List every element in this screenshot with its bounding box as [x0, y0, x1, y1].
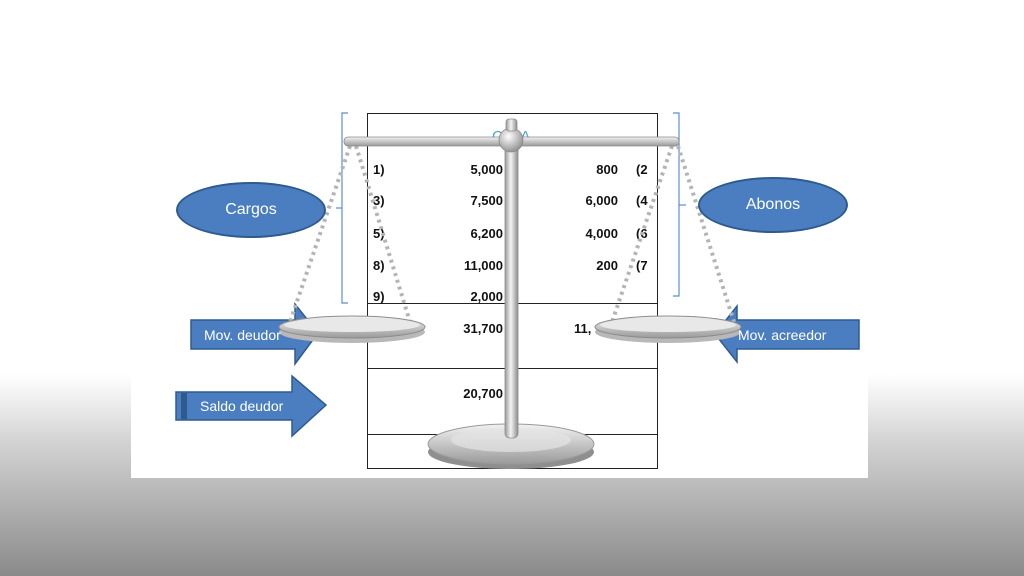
cargos-ellipse: Cargos: [176, 182, 326, 238]
saldo-deudor-label: Saldo deudor: [200, 398, 284, 414]
row-debit: 11,000: [463, 258, 503, 273]
row-ref: 9): [373, 289, 385, 304]
balance-value: 20,700: [463, 386, 503, 401]
scale-knob: [498, 127, 524, 153]
scale-finial: [505, 118, 518, 132]
cargos-label: Cargos: [225, 201, 277, 218]
row-ref: 1): [373, 162, 385, 177]
scale-chains: [288, 145, 736, 323]
mov-deudor-label: Mov. deudor: [204, 327, 281, 343]
row-debit: 6,200: [470, 226, 503, 241]
row-credit: 4,000: [585, 226, 618, 241]
row-debit: 5,000: [470, 162, 503, 177]
scale-base-highlight: [451, 428, 571, 452]
right-pan-inner: [600, 318, 736, 332]
row-debit: 2,000: [470, 289, 503, 304]
row-credit: 6,000: [585, 193, 618, 208]
mov-acreedor-label: Mov. acreedor: [738, 327, 827, 343]
row-credit-ref: (2: [636, 162, 648, 177]
row-credit: 200: [596, 258, 618, 273]
saldo-arrow-stripe: [181, 393, 187, 419]
row-credit-ref: (7: [636, 258, 648, 273]
total-credit: 11,: [574, 321, 592, 336]
total-debit: 31,700: [463, 321, 503, 336]
abonos-label: Abonos: [745, 196, 801, 213]
scale-pole: [504, 139, 519, 439]
row-ref: 5): [373, 226, 385, 241]
mov-acreedor-arrow: [714, 303, 860, 365]
row-credit-ref: (4: [636, 193, 648, 208]
abonos-ellipse: Abonos: [698, 177, 848, 233]
row-ref: 3): [373, 193, 385, 208]
saldo-deudor-arrow: [175, 374, 328, 438]
left-pan-inner: [284, 318, 420, 332]
row-credit: 800: [596, 162, 618, 177]
row-ref: 8): [373, 258, 385, 273]
row-debit: 7,500: [470, 193, 503, 208]
mov-deudor-arrow: [190, 301, 319, 367]
